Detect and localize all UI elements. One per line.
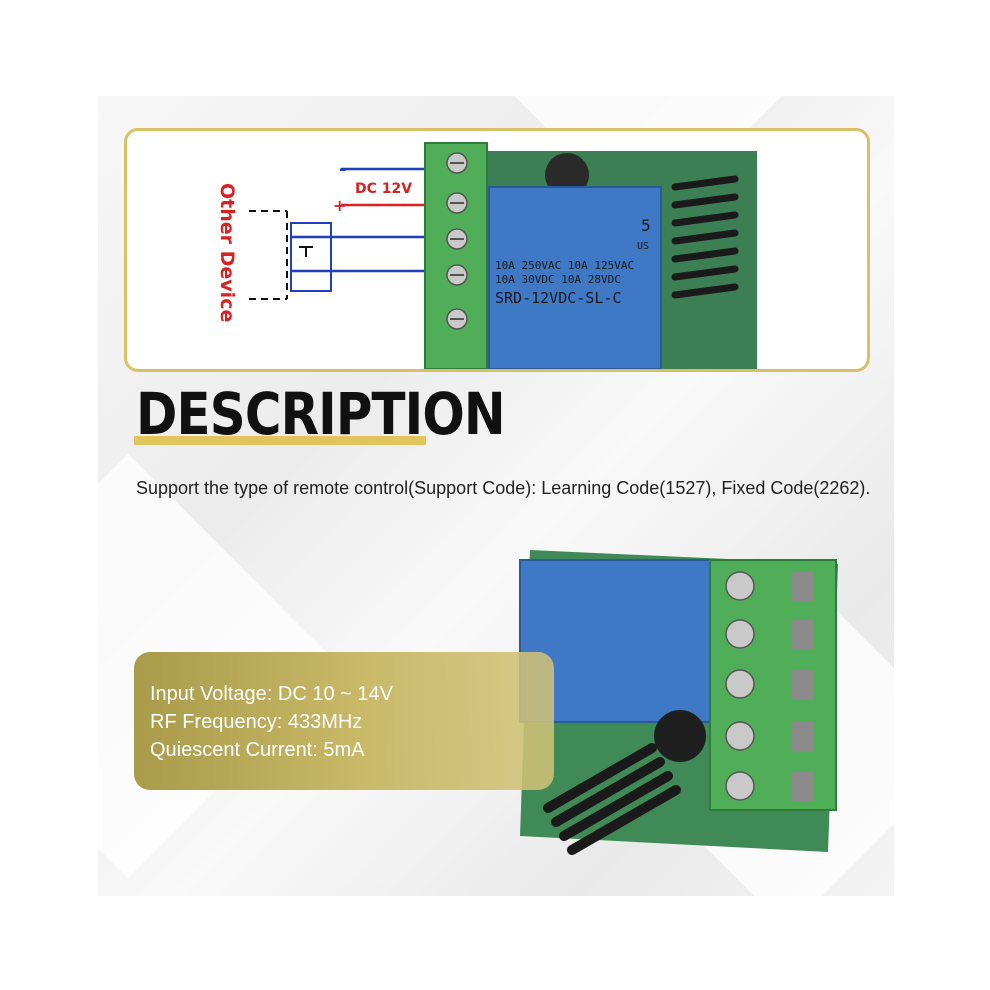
relay-model-label: SRD-12VDC-SL-C (495, 289, 621, 307)
dc-voltage-label: DC 12V (355, 181, 412, 197)
title-underline (134, 436, 426, 445)
minus-label: - (339, 159, 346, 180)
specs-list: Input Voltage: DC 10 ~ 14V RF Frequency:… (150, 680, 393, 764)
screw-slots (450, 162, 464, 320)
relay-us-mark: US (637, 241, 649, 252)
product-photo (519, 550, 838, 855)
specs-panel (134, 652, 554, 790)
relay-rating-line-1: 10A 250VAC 10A 125VAC (495, 259, 634, 272)
device-dashed-lines (249, 210, 288, 300)
description-text: Support the type of remote control(Suppo… (136, 478, 871, 498)
switch-contact-icon (299, 246, 319, 272)
relay-rating-line-2: 10A 30VDC 10A 28VDC (495, 273, 621, 286)
section-title: DESCRIPTION (136, 380, 506, 448)
switch-symbol (290, 222, 332, 292)
wiring-diagram: Other Device - DC 12V + (216, 142, 757, 369)
terminal-clamps (792, 572, 814, 802)
wiring-diagram-frame: Other Device - DC 12V + (124, 128, 870, 372)
terminal-screws (725, 571, 755, 801)
other-device-label: Other Device (216, 183, 238, 322)
terminal-block (424, 142, 488, 369)
spec-rf-frequency: RF Frequency: 433MHz (150, 711, 363, 733)
relay-body (488, 186, 662, 369)
relay-mark-5: 5 (641, 216, 651, 235)
spec-quiescent-current: Quiescent Current: 5mA (150, 739, 365, 761)
spec-input-voltage: Input Voltage: DC 10 ~ 14V (150, 683, 393, 705)
antenna-coil (671, 175, 739, 299)
plus-label: + (333, 196, 346, 215)
antenna-coil (543, 743, 681, 855)
capacitor (654, 710, 706, 762)
